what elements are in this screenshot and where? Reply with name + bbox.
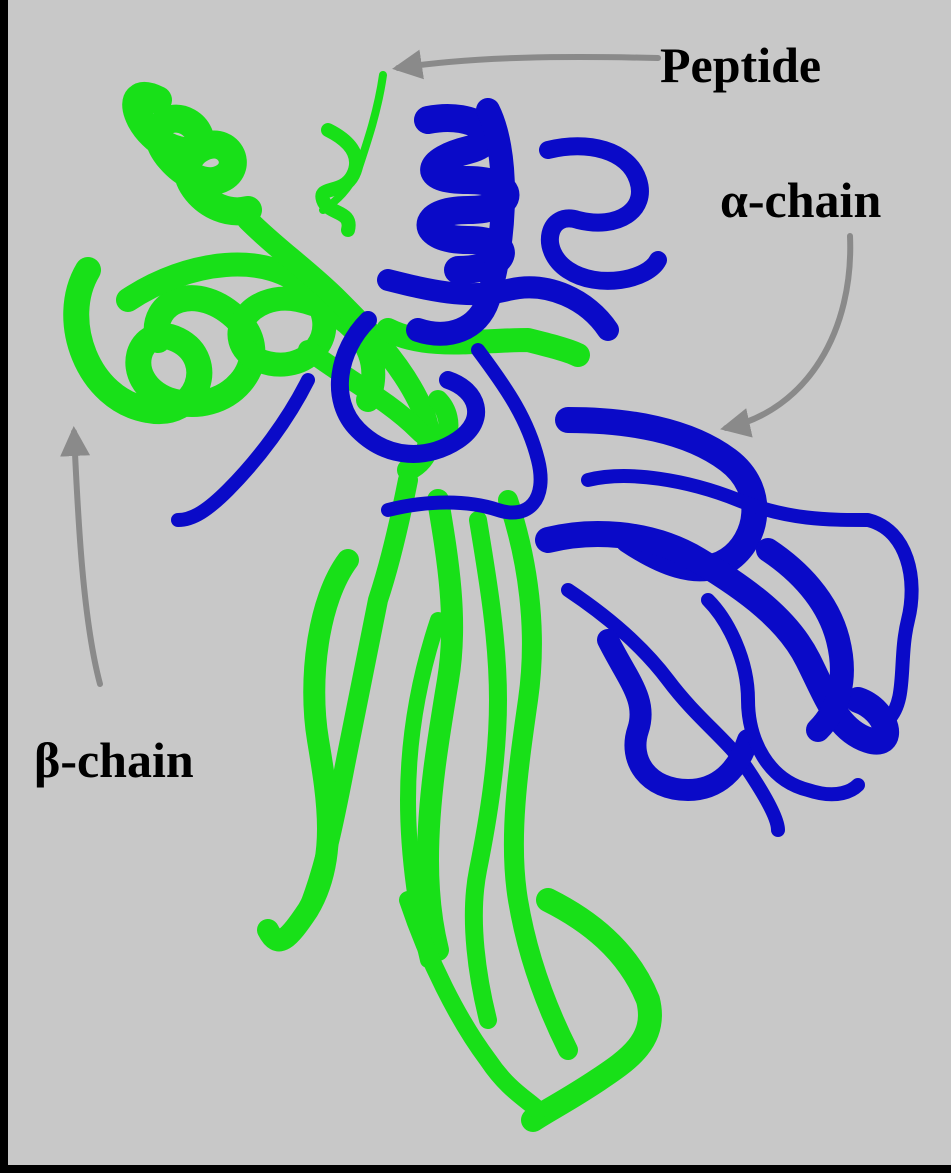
alpha-chain-arrow [726, 236, 850, 428]
peptide-label: Peptide [660, 40, 821, 90]
molecule-viewport: Peptide α-chain β-chain [8, 0, 951, 1165]
beta-chain-label: β-chain [34, 735, 194, 785]
beta-chain-arrow [74, 432, 100, 684]
alpha-chain-label: α-chain [720, 175, 881, 225]
peptide-arrow [398, 57, 658, 68]
beta-chain-ribbon [76, 75, 650, 1120]
